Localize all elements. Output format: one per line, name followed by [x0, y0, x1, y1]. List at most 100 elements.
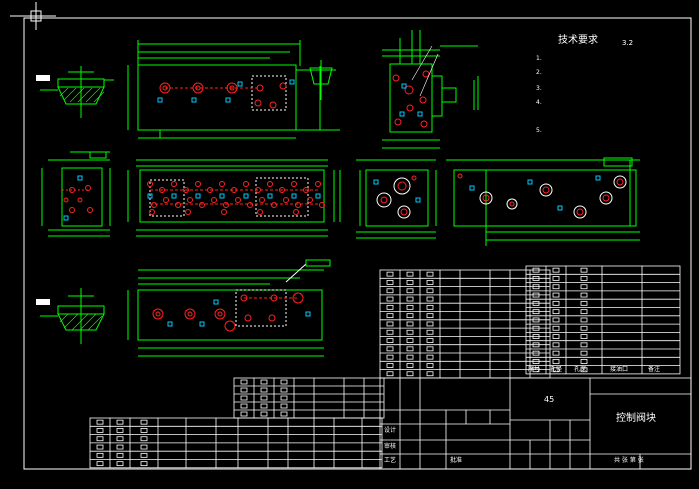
cell-mark [406, 338, 414, 343]
tech-req-line-4: 4. [536, 99, 542, 106]
hole-mark [163, 197, 169, 203]
hole-mark [247, 202, 253, 208]
hole-mark [283, 197, 289, 203]
cell-mark [96, 436, 104, 442]
cell-mark [406, 296, 414, 302]
cell-mark [406, 271, 414, 277]
parts-header-1: 序号 [528, 366, 541, 373]
sheet-border [23, 17, 692, 470]
cell-mark [386, 338, 394, 343]
hole-mark [259, 197, 265, 203]
cell-mark [260, 411, 268, 417]
hole-mark [271, 202, 277, 208]
hole-mark [151, 202, 157, 208]
cell-mark [426, 304, 434, 310]
dowel-mark [243, 193, 249, 199]
tech-req-line-1: 1. [536, 55, 542, 62]
ucs-crosshair-icon [10, 2, 56, 30]
cell-mark [140, 419, 148, 425]
dowel-mark [291, 193, 297, 199]
title-quantity: 45 [544, 395, 555, 404]
title-process: 工艺 [384, 457, 397, 464]
cell-mark [532, 317, 540, 323]
hole-mark [257, 209, 263, 215]
cell-mark [96, 452, 104, 458]
hole-mark [175, 202, 181, 208]
hole-mark [171, 181, 177, 187]
cell-mark [116, 452, 124, 458]
cell-mark [552, 367, 560, 373]
hole-mark [295, 202, 301, 208]
cell-mark [426, 296, 434, 302]
cell-mark [552, 292, 560, 298]
side-view-bottom [40, 288, 105, 344]
cell-mark [140, 461, 148, 467]
hole-mark [235, 197, 241, 203]
table-frame [525, 265, 681, 375]
hole-mark [211, 197, 217, 203]
cell-mark [406, 304, 414, 310]
cell-mark [386, 371, 394, 377]
hole-mark [243, 181, 249, 187]
cell-mark [240, 395, 248, 401]
cell-mark [580, 325, 588, 331]
side-view-top-right [309, 60, 333, 100]
dowel-mark [147, 193, 153, 199]
hole-mark [291, 181, 297, 187]
cell-mark [532, 325, 540, 331]
cell-mark [386, 321, 394, 327]
leader-lines [411, 45, 439, 97]
side-view-top [40, 66, 114, 118]
cell-mark [580, 350, 588, 356]
parts-list-table-right [379, 265, 681, 379]
cell-mark [426, 271, 434, 277]
dowel-mark [315, 193, 321, 199]
cell-mark [426, 354, 434, 360]
cell-mark [580, 284, 588, 290]
cell-mark [240, 411, 248, 417]
cell-mark [116, 436, 124, 442]
hole-mark [307, 197, 313, 203]
cell-mark [580, 342, 588, 348]
parts-list-table-bottom [89, 417, 383, 469]
cell-mark [532, 284, 540, 290]
cell-mark [532, 276, 540, 281]
cell-mark [260, 379, 268, 385]
technical-requirements-heading: 技术要求 [558, 35, 598, 46]
cell-mark [552, 342, 560, 348]
cell-mark [552, 359, 560, 364]
cell-mark [406, 280, 414, 285]
label-box-bottom [36, 299, 50, 305]
hatch-top-left [59, 87, 105, 103]
cell-mark [532, 342, 540, 348]
title-block [379, 377, 692, 470]
cell-mark [580, 334, 588, 339]
cell-mark [580, 267, 588, 273]
cell-mark [140, 436, 148, 442]
cell-mark [552, 300, 560, 306]
roughness-symbol: 3.2 [622, 39, 634, 47]
hole-mark [149, 209, 155, 215]
cell-mark [532, 300, 540, 306]
title-sheet: 共 张 第 张 [614, 457, 644, 464]
cell-mark [280, 379, 288, 385]
cell-mark [552, 350, 560, 356]
cell-mark [552, 317, 560, 323]
cell-mark [580, 309, 588, 315]
cell-mark [580, 359, 588, 364]
hole-row-top [157, 79, 295, 109]
cell-mark [532, 309, 540, 315]
cell-mark [406, 371, 414, 377]
hole-mark [267, 181, 273, 187]
cell-mark [140, 428, 148, 433]
cell-mark [532, 292, 540, 298]
top-view-main [127, 159, 341, 237]
cell-mark [406, 313, 414, 319]
cell-mark [386, 329, 394, 335]
cell-mark [580, 317, 588, 323]
cell-mark [240, 403, 248, 409]
parts-header-2: 孔径 [550, 366, 563, 373]
cell-mark [580, 276, 588, 281]
cell-mark [552, 267, 560, 273]
hole-mark [223, 202, 229, 208]
